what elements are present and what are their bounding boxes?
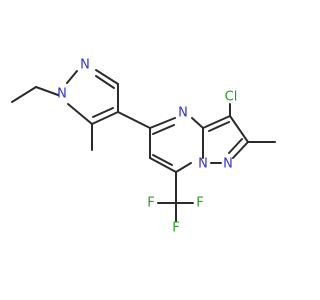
atom-fluorine-right: F [196, 196, 203, 211]
bond-c4-c5-double [92, 107, 114, 118]
atom-fluorine-left: F [147, 196, 154, 211]
bond-c7-c6 [149, 157, 177, 173]
atom-n-bridgehead: N [198, 157, 208, 172]
bond-ethyl-ch3-ch2 [11, 86, 37, 103]
bond-c4-c5 [91, 111, 119, 125]
bond-c3a-c3 [202, 115, 231, 129]
bond-c5p-n4-double [152, 124, 175, 135]
bond-n4-c3a [191, 117, 204, 129]
molecule-structure: N N N N N Cl F F F [11, 58, 276, 236]
atom-n-pyrazole-imine: N [80, 58, 90, 73]
bond-c3-c2 [229, 115, 249, 143]
bond-n2-c3 [95, 69, 119, 85]
bond-c2-n1f-double [228, 138, 243, 154]
bond-c5p-n4 [149, 117, 176, 129]
atom-fluorine-bottom: F [172, 221, 179, 236]
bond-skeleton [11, 69, 276, 222]
bond-c7-c6-double [152, 154, 173, 166]
bond-pyrazole-pyrimidine [117, 111, 151, 129]
atom-n-pyrimidine: N [178, 106, 188, 121]
bond-c5-n1 [67, 103, 93, 125]
bond-n2-c3-double [95, 75, 115, 89]
bond-ethyl-ch2-n [35, 86, 59, 96]
atom-chlorine: Cl [225, 90, 238, 105]
bond-c3a-c3-double [208, 121, 230, 132]
atom-labels: N N N N N Cl F F F [57, 58, 237, 236]
bond-n1-n2 [66, 70, 78, 84]
bond-c2-n1f [232, 141, 249, 159]
atom-n-pyrazole-fused: N [223, 157, 233, 172]
bond-n8-c7 [175, 162, 192, 173]
atom-n-pyrazole-ethyl: N [57, 87, 67, 102]
